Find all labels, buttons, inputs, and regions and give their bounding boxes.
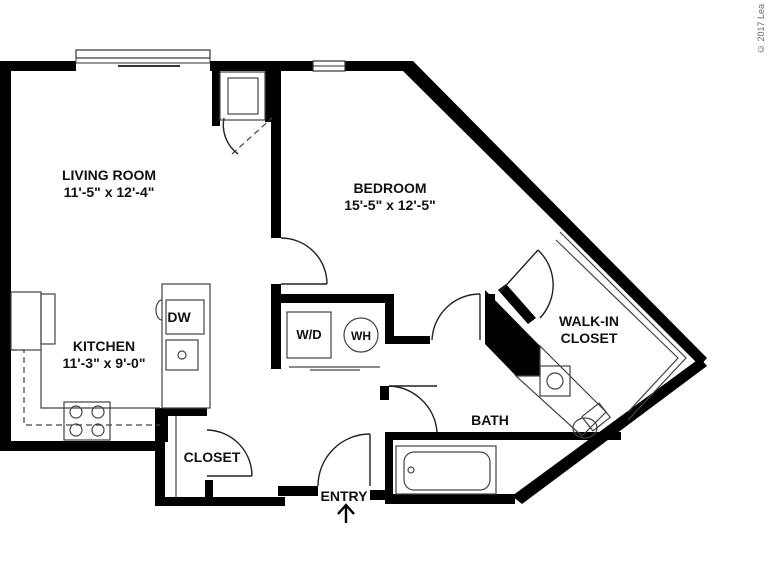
living-room-name: LIVING ROOM bbox=[62, 167, 156, 183]
kitchen-size: 11'-3" x 9'-0" bbox=[63, 355, 146, 371]
entry-name: ENTRY bbox=[321, 488, 369, 504]
bedroom-size: 15'-5" x 12'-5" bbox=[344, 197, 436, 213]
living-room-size: 11'-5" x 12'-4" bbox=[64, 184, 155, 200]
walk-in-closet-line1: WALK-IN bbox=[559, 313, 619, 329]
washer-dryer-label: W/D bbox=[296, 327, 321, 342]
windows bbox=[75, 49, 346, 72]
water-heater-label: WH bbox=[351, 329, 371, 343]
bedroom-name: BEDROOM bbox=[353, 180, 426, 196]
dishwasher-label: DW bbox=[167, 309, 191, 325]
entry-arrow-icon bbox=[337, 503, 355, 523]
kitchen-name: KITCHEN bbox=[73, 338, 135, 354]
fixtures bbox=[10, 71, 687, 497]
walk-in-closet-line2: CLOSET bbox=[561, 330, 618, 346]
copyright-text: © 2017 Lea bbox=[756, 4, 766, 55]
walls bbox=[0, 61, 707, 506]
bath-name: BATH bbox=[471, 412, 509, 428]
labels: LIVING ROOM 11'-5" x 12'-4" BEDROOM 15'-… bbox=[62, 167, 619, 504]
doors bbox=[206, 117, 554, 487]
closet-name: CLOSET bbox=[184, 449, 241, 465]
